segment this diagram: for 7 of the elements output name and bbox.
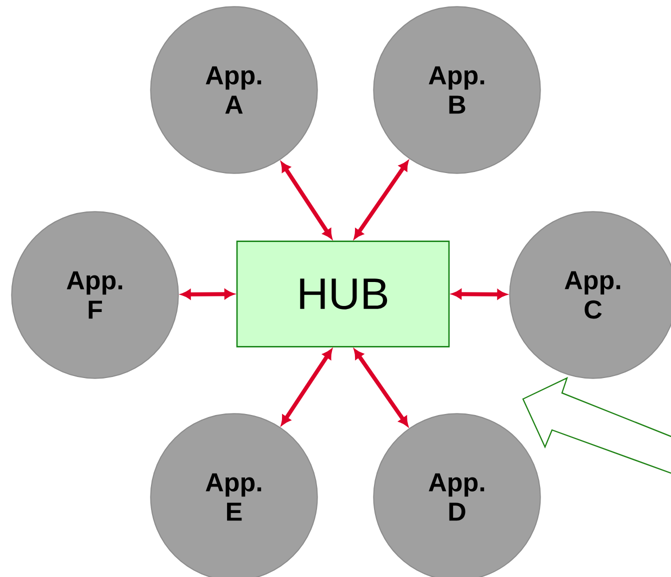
- hub-box: HUB: [236, 240, 450, 348]
- arrow: [281, 349, 332, 426]
- arrow: [354, 160, 408, 239]
- arrow: [181, 289, 234, 300]
- arrow: [452, 289, 507, 300]
- arrow: [280, 162, 332, 239]
- arrow: [354, 349, 408, 426]
